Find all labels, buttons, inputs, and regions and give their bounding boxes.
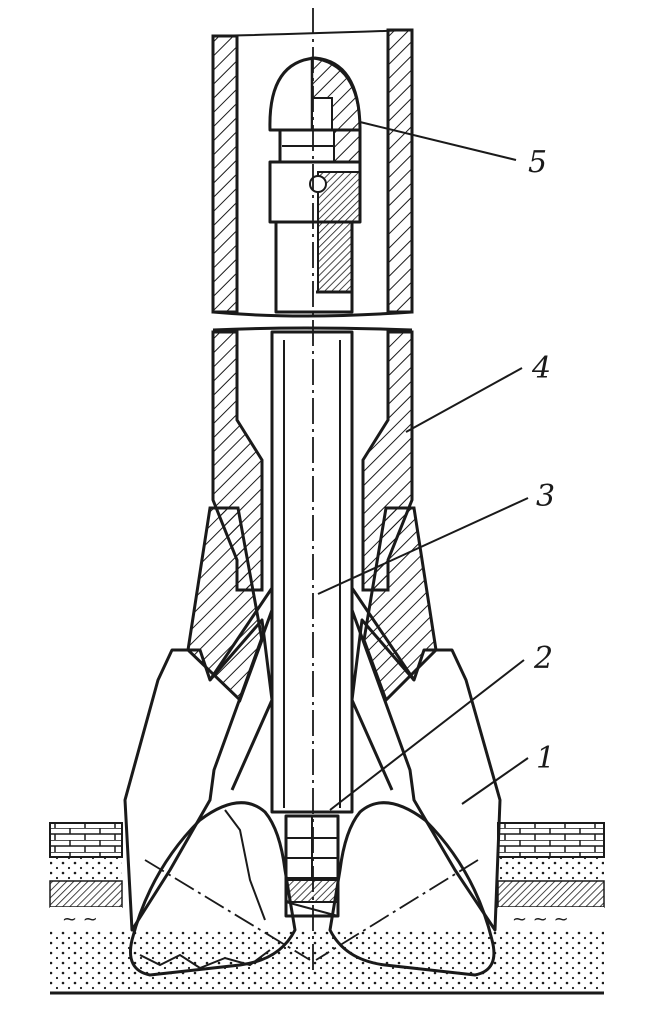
blades bbox=[123, 586, 502, 932]
upper-wall-right bbox=[386, 28, 414, 314]
central-shaft bbox=[270, 330, 354, 814]
callout-3: 3 bbox=[536, 479, 555, 514]
fishing-head bbox=[268, 56, 362, 314]
axis-right-cutter bbox=[315, 859, 479, 961]
conical-sleeve bbox=[186, 506, 438, 703]
leader-2 bbox=[329, 659, 525, 811]
callout-2: 2 bbox=[533, 641, 553, 676]
shaft-body bbox=[270, 330, 354, 814]
water-layer-left bbox=[50, 907, 122, 931]
svg-text:~ ~: ~ ~ bbox=[62, 909, 98, 930]
clay-layer-right bbox=[497, 880, 605, 908]
callout-5: 5 bbox=[528, 145, 547, 180]
leader-4 bbox=[405, 367, 523, 433]
callout-labels: 5 4 3 2 1 bbox=[528, 145, 555, 776]
leader-1 bbox=[461, 757, 529, 805]
sand-layer-right bbox=[498, 857, 604, 881]
cutter-right bbox=[328, 801, 496, 977]
axis-lines bbox=[144, 8, 479, 975]
brick-layer-right bbox=[497, 822, 605, 858]
upper-wall-left bbox=[211, 34, 239, 314]
upper-casing bbox=[211, 28, 414, 318]
water-layer-right bbox=[498, 907, 604, 931]
ground-strata: ~ ~ ~ ~ ~ bbox=[49, 822, 605, 995]
lower-break-line bbox=[212, 326, 413, 332]
blade-right bbox=[350, 586, 502, 932]
cutter-left bbox=[129, 801, 297, 977]
brick-layer-left bbox=[49, 822, 123, 858]
clay-layer-left bbox=[49, 880, 123, 908]
sand-bottom bbox=[50, 931, 604, 993]
callout-4: 4 bbox=[531, 351, 551, 386]
axis-left-cutter bbox=[144, 859, 311, 961]
cutting-head bbox=[129, 801, 496, 977]
blade-left bbox=[123, 586, 274, 932]
sand-layer-left bbox=[50, 857, 122, 881]
leader-lines bbox=[317, 121, 529, 811]
leader-3 bbox=[317, 497, 529, 595]
upper-break-line bbox=[212, 310, 413, 318]
svg-text:~ ~ ~: ~ ~ ~ bbox=[512, 909, 569, 930]
callout-1: 1 bbox=[536, 741, 555, 776]
leader-5 bbox=[359, 121, 517, 161]
